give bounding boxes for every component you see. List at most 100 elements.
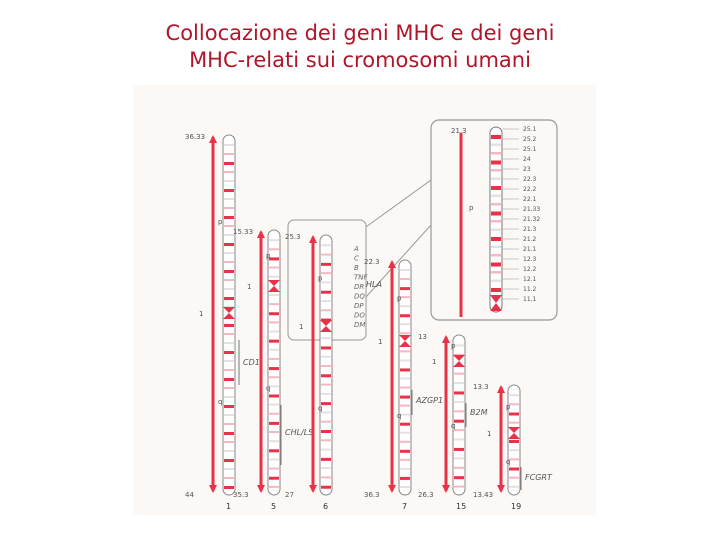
chromosome-band <box>454 439 464 441</box>
zoom-band <box>491 229 501 232</box>
p-arm-label: p <box>506 403 511 411</box>
chromosome-band <box>400 486 410 488</box>
chromosome-band <box>509 413 519 416</box>
chromosome-band <box>224 225 234 227</box>
hla-gene: A <box>353 245 359 253</box>
chromosome-band <box>269 248 279 250</box>
zoom-top-label: 21.3 <box>451 127 467 135</box>
top-band-label: 25.3 <box>285 233 301 241</box>
chromosome-band <box>269 477 279 480</box>
centromere-label: 1 <box>378 338 382 346</box>
zoom-band-label: 12.1 <box>523 276 537 283</box>
chromosome-band <box>321 337 331 339</box>
chromosome-band <box>400 396 410 399</box>
arrow-head-top <box>257 230 265 238</box>
q-arm-label: q <box>266 385 270 393</box>
q-arm-label: q <box>218 398 222 406</box>
bottom-band-label: 35.3 <box>233 491 249 499</box>
chromosome-band <box>321 430 331 433</box>
zoom-band <box>491 203 501 206</box>
chromosome-band <box>321 421 331 423</box>
zoom-band <box>491 263 501 267</box>
top-band-label: 13 <box>418 333 427 341</box>
chromosome-band <box>400 450 410 453</box>
top-band-label: 15.33 <box>233 228 253 236</box>
chromosome-band <box>400 305 410 307</box>
zoom-band-label: 21.3 <box>523 226 537 233</box>
chromosome-band <box>224 261 234 263</box>
chromosome-band <box>269 349 279 351</box>
chromosome-band <box>509 486 519 488</box>
chromosome-band <box>321 309 331 311</box>
chromosome-band <box>509 458 519 460</box>
chromosome-band <box>269 321 279 323</box>
p-arm-label: p <box>451 342 456 350</box>
chromosome-band <box>224 450 234 452</box>
chromosome-band <box>224 405 234 408</box>
slide-title: Collocazione dei geni MHC e dei geni MHC… <box>0 20 720 74</box>
zoom-band-label: 25.1 <box>523 126 537 133</box>
chromosome-band <box>321 467 331 469</box>
chromosome-band <box>321 402 331 405</box>
zoom-band <box>491 280 501 283</box>
chromosome-5: 15.3335.35pq1CHL/LS <box>233 228 313 511</box>
chromosome-15: 1326.315pq1B2M <box>418 333 488 511</box>
chromosome-band <box>509 477 519 479</box>
chromosome-band <box>454 429 464 431</box>
chromosome-band <box>269 486 279 488</box>
chromosome-number: 1 <box>226 502 231 511</box>
chromosome-band <box>224 360 234 362</box>
chromosome-band <box>400 350 410 352</box>
chromosome-band <box>269 449 279 452</box>
chromosome-band <box>454 420 464 423</box>
chromosome-band <box>400 368 410 371</box>
zoom-band <box>491 169 501 172</box>
arrow-head-top <box>388 260 396 268</box>
gene-label: FCGRT <box>525 473 553 482</box>
zoom-band-label: 25.1 <box>523 146 537 153</box>
hla-gene: C <box>354 255 359 263</box>
chromosome-band <box>269 367 279 370</box>
zoom-band-label: 11.2 <box>523 286 537 293</box>
chromosome-band <box>321 346 331 349</box>
zoom-band-label: 22.1 <box>523 196 537 203</box>
chromosome-band <box>454 344 464 346</box>
chromosome-band <box>224 414 234 416</box>
chromosome-band <box>269 257 279 260</box>
chromosome-band <box>454 401 464 403</box>
chromosome-band <box>269 312 279 315</box>
chromosome-band <box>509 440 519 443</box>
chromosome-band <box>321 356 331 358</box>
p-arm-label: p <box>397 295 402 303</box>
chromosome-band <box>269 340 279 343</box>
chromosome-band <box>321 291 331 294</box>
chromosome-band <box>224 279 234 281</box>
bottom-band-label: 26.3 <box>418 491 434 499</box>
chromosome-band <box>269 294 279 296</box>
p-arm-label: p <box>266 252 271 260</box>
chromosome-band <box>509 468 519 471</box>
centromere-label: 1 <box>199 310 203 318</box>
chromosome-body <box>268 230 280 495</box>
zoom-band <box>491 144 501 147</box>
chromosome-band <box>400 405 410 407</box>
title-line-1: Collocazione dei geni MHC e dei geni <box>0 20 720 47</box>
chromosome-band <box>269 239 279 241</box>
zoom-band-label: 12.3 <box>523 256 537 263</box>
chromosome-band <box>321 281 331 283</box>
zoom-band-label: 21.2 <box>523 236 537 243</box>
arrow-head-bottom <box>309 485 317 493</box>
top-band-label: 13.3 <box>473 383 489 391</box>
arrow-head-top <box>442 335 450 343</box>
chromosome-number: 7 <box>402 502 407 511</box>
chromosome-band <box>400 387 410 389</box>
chromosome-band <box>224 432 234 435</box>
hla-gene: DQ <box>354 293 365 301</box>
chromosome-band <box>224 207 234 209</box>
zoom-connector-top <box>366 180 431 227</box>
chromosome-band <box>224 333 234 335</box>
chromosome-band <box>321 244 331 246</box>
zoom-band-label: 24 <box>523 156 531 163</box>
chromosome-band <box>224 153 234 155</box>
chromosome-band <box>269 468 279 470</box>
